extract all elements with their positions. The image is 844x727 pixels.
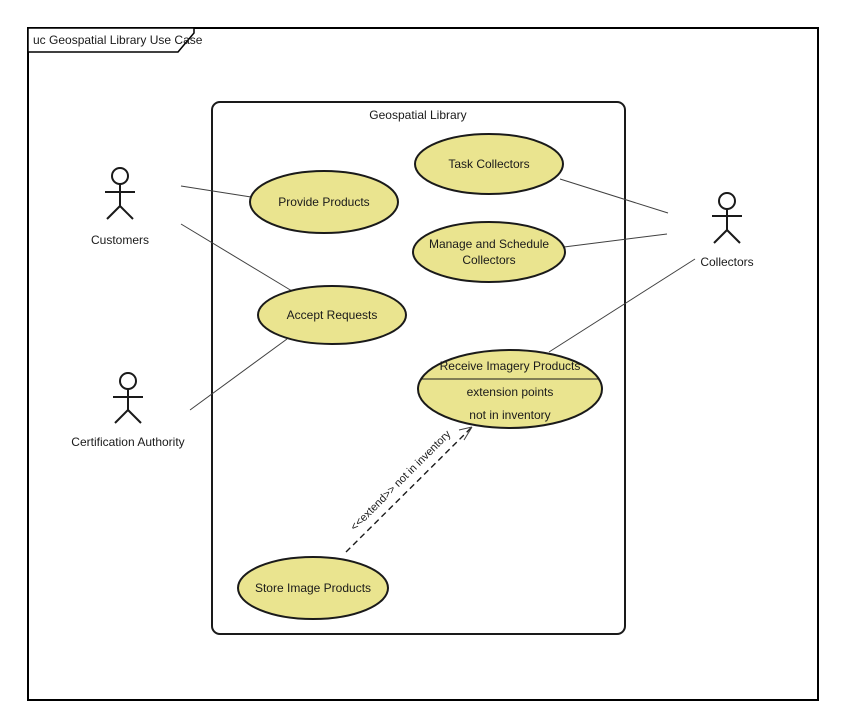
use-case-receive-imagery-products[interactable]: Receive Imagery Products extension point…	[417, 349, 603, 429]
connector-customers-accept-requests[interactable]	[180, 223, 293, 292]
connector-task-collectors-collectors[interactable]	[559, 178, 669, 214]
use-case-accept-requests-label: Accept Requests	[287, 308, 378, 322]
use-case-task-collectors-label: Task Collectors	[448, 157, 529, 171]
use-case-manage-schedule-label-line1: Manage and Schedule	[429, 237, 549, 251]
actor-customers-label: Customers	[91, 233, 149, 247]
actor-collectors[interactable]: Collectors	[700, 192, 754, 269]
use-case-accept-requests[interactable]: Accept Requests	[257, 285, 407, 345]
use-case-store-image-products[interactable]: Store Image Products	[237, 556, 389, 620]
system-boundary-label: Geospatial Library	[369, 108, 466, 122]
extension-point-not-in-inventory: not in inventory	[469, 408, 550, 422]
actor-certification-authority[interactable]: Certification Authority	[71, 372, 185, 449]
connector-certification-authority-accept-requests[interactable]	[189, 338, 288, 411]
extend-arrowhead-icon	[458, 426, 473, 441]
actor-customers-icon	[105, 167, 135, 220]
extension-points-header: extension points	[467, 385, 554, 399]
use-case-provide-products[interactable]: Provide Products	[249, 170, 399, 234]
connector-manage-schedule-collectors[interactable]	[563, 233, 668, 248]
use-case-receive-imagery-title: Receive Imagery Products	[440, 359, 581, 373]
use-case-manage-schedule-label-line2: Collectors	[462, 253, 515, 267]
use-case-store-image-products-label: Store Image Products	[255, 581, 371, 595]
use-case-task-collectors[interactable]: Task Collectors	[414, 133, 564, 195]
use-case-provide-products-label: Provide Products	[278, 195, 369, 209]
actor-certification-authority-icon	[113, 372, 143, 424]
connector-customers-provide-products[interactable]	[180, 185, 252, 198]
frame-label-tab	[27, 27, 195, 53]
use-case-manage-schedule-collectors[interactable]: Manage and Schedule Collectors	[412, 221, 566, 283]
actor-customers[interactable]: Customers	[91, 167, 149, 247]
actor-collectors-icon	[712, 192, 742, 244]
connector-collectors-receive-imagery[interactable]	[548, 258, 696, 353]
actor-certification-authority-label: Certification Authority	[71, 435, 184, 449]
actor-collectors-label: Collectors	[700, 255, 753, 269]
frame-label: uc Geospatial Library Use Case	[33, 33, 203, 47]
